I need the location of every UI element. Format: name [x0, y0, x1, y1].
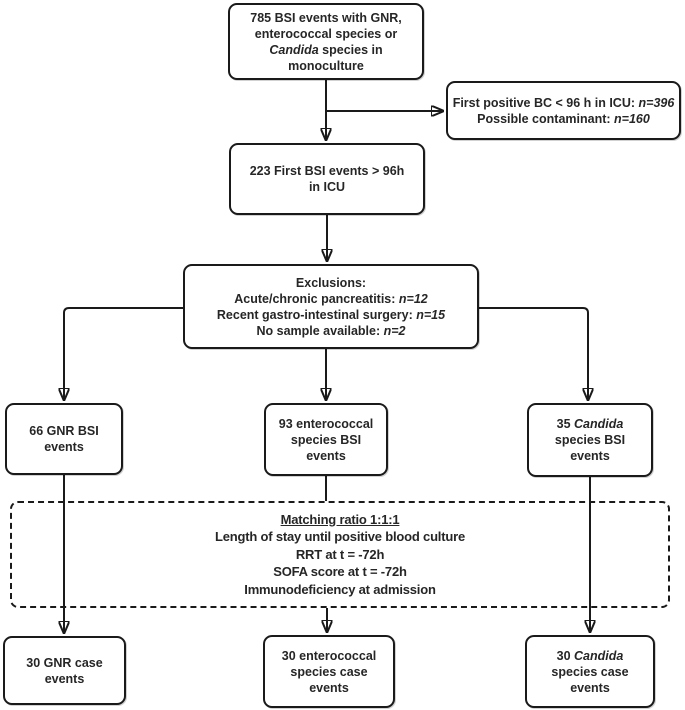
text-segment: n=15 [416, 307, 446, 322]
text-line: events [45, 671, 85, 687]
text-line: events [44, 439, 84, 455]
text-line: 223 First BSI events > 96h [250, 163, 405, 179]
text-segment: monoculture [288, 58, 364, 73]
text-line: species case [290, 664, 367, 680]
text-line: Matching ratio 1:1:1 [281, 511, 400, 529]
text-line: 785 BSI events with GNR, [250, 10, 401, 26]
text-segment: events [44, 440, 84, 454]
text-segment: enterococcal species or [254, 26, 398, 41]
text-segment: 223 First BSI events > 96h [249, 164, 405, 178]
text-segment: species case [290, 664, 368, 679]
text-line: events [306, 448, 346, 464]
text-segment: events [309, 680, 349, 695]
text-line: species case [551, 664, 628, 680]
text-segment: 66 GNR BSI [29, 424, 99, 438]
text-segment: n=12 [398, 291, 428, 306]
text-line: monoculture [288, 58, 364, 74]
text-segment: Candida [574, 417, 624, 431]
text-line: events [309, 680, 349, 696]
text-line: species BSI [291, 432, 361, 448]
text-segment: species BSI [290, 432, 362, 447]
text-segment: events [570, 449, 610, 463]
text-segment: species in [318, 42, 383, 57]
text-line: 66 GNR BSI [29, 423, 98, 439]
text-line: No sample available: n=2 [256, 323, 405, 339]
text-line: Acute/chronic pancreatitis: n=12 [234, 291, 427, 307]
text-segment: 93 enterococcal [278, 416, 374, 431]
text-segment: events [44, 671, 85, 686]
text-line: events [570, 680, 610, 696]
text-line: 30 GNR case [26, 655, 102, 671]
text-line: events [570, 448, 610, 464]
text-segment: 785 BSI events with GNR, [250, 10, 402, 25]
box-initial-events: 785 BSI events with GNR,enterococcal spe… [228, 3, 424, 80]
text-line: Possible contaminant: n=160 [477, 111, 650, 127]
text-line: 30 enterococcal [282, 648, 377, 664]
text-line: in ICU [309, 179, 345, 195]
text-segment: Possible contaminant: [477, 111, 615, 126]
text-segment: species case [551, 664, 629, 679]
text-segment: 30 GNR case [26, 655, 103, 670]
text-line: Candida species in [269, 42, 382, 58]
text-segment: events [306, 448, 346, 463]
text-segment: Immunodeficiency at admission [244, 581, 436, 597]
text-segment: RRT at t = -72h [295, 546, 385, 562]
box-gnr-bsi-events: 66 GNR BSI events [5, 403, 123, 475]
box-exclusions: Exclusions:Acute/chronic pancreatitis: n… [183, 264, 479, 349]
text-segment: First positive BC < 96 h in ICU: [452, 95, 639, 110]
text-segment: n=160 [614, 111, 650, 126]
text-segment: species BSI [554, 433, 626, 447]
text-line: species BSI [555, 432, 625, 448]
text-segment: Candida [269, 42, 319, 57]
text-segment: 35 [556, 417, 575, 431]
text-segment: 30 [556, 648, 575, 663]
text-line: 35 Candida [557, 416, 624, 432]
text-line: Exclusions: [296, 275, 366, 291]
text-segment: Length of stay until positive blood cult… [215, 529, 465, 545]
connector-exclusions-to-candida-bsi [479, 307, 588, 400]
connector-exclusions-to-gnr-bsi [64, 307, 183, 400]
text-segment: No sample available: [256, 323, 384, 338]
text-line: 30 Candida [557, 648, 624, 664]
text-line: SOFA score at t = -72h [273, 563, 407, 581]
text-line: First positive BC < 96 h in ICU: n=396 [453, 95, 675, 111]
text-segment: n=396 [638, 95, 675, 110]
text-segment: events [570, 680, 610, 695]
text-segment: n=2 [383, 323, 406, 338]
text-segment: SOFA score at t = -72h [273, 564, 407, 580]
box-first-bsi-events: 223 First BSI events > 96h in ICU [229, 143, 425, 215]
text-segment: Exclusions: [295, 275, 367, 290]
text-segment: Acute/chronic pancreatitis: [234, 291, 399, 306]
text-line: Recent gastro-intestinal surgery: n=15 [217, 307, 445, 323]
text-segment: Matching ratio 1:1:1 [280, 511, 400, 527]
text-line: enterococcal species or [255, 26, 397, 42]
text-segment: Candida [574, 648, 624, 663]
text-line: Immunodeficiency at admission [244, 581, 436, 599]
text-segment: in ICU [308, 180, 346, 194]
text-segment: Recent gastro-intestinal surgery: [216, 307, 417, 322]
text-line: Length of stay until positive blood cult… [215, 528, 465, 546]
text-segment: 30 enterococcal [281, 648, 377, 663]
text-line: RRT at t = -72h [295, 546, 385, 564]
text-line: 93 enterococcal [279, 416, 374, 432]
